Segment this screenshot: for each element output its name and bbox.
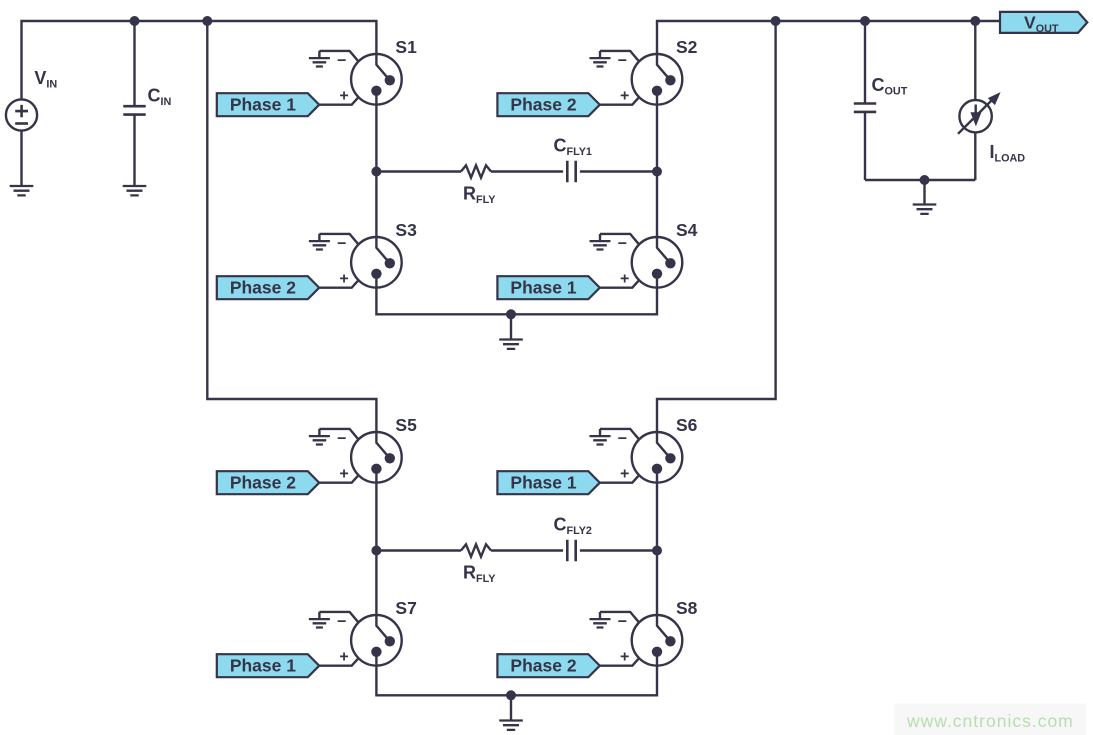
junction-dot	[919, 175, 930, 185]
junction-dot	[506, 309, 516, 320]
junction-dot	[371, 166, 382, 177]
cout-label: COUT	[872, 75, 908, 98]
ground-vin	[8, 184, 35, 197]
ground-output	[911, 203, 938, 216]
vout-label: VOUT	[1024, 12, 1059, 35]
switch-id-label: S5	[395, 415, 417, 435]
switch-id-label: S7	[395, 598, 416, 618]
junction-dot	[770, 16, 781, 26]
junction-dot	[129, 16, 140, 26]
junction-dot	[371, 545, 382, 556]
current-source-iload: ILOAD	[957, 92, 1026, 165]
wires	[20, 19, 1000, 721]
cfly1-label: CFLY1	[554, 136, 592, 159]
capacitor-cfly1: CFLY1	[554, 136, 592, 184]
ground-cin	[121, 184, 148, 197]
wire-vout-rail	[655, 19, 1000, 54]
iload-label: ILOAD	[990, 142, 1026, 165]
phase-tag-label: Phase 1	[230, 656, 296, 676]
wire-left-drop	[206, 21, 378, 432]
capacitor-cout: COUT	[853, 75, 908, 114]
junction-dot	[860, 16, 870, 26]
ground-mid-top	[498, 338, 524, 351]
wire-s7-s8-bottom	[375, 665, 659, 697]
resistor-rfly1: RFLY	[459, 164, 496, 207]
vout-tag: VOUT	[998, 10, 1089, 35]
switch-id-label: S3	[395, 220, 417, 240]
switch-id-label: S2	[676, 37, 698, 57]
vin-label: VIN	[34, 68, 57, 91]
capacitor-cfly2: CFLY2	[554, 515, 592, 563]
switch-id-label: S1	[395, 37, 417, 57]
watermark-text: www.cntronics.com	[906, 711, 1074, 731]
junction-dot	[506, 690, 516, 701]
phase-tag-label: Phase 2	[230, 278, 296, 298]
cfly2-label: CFLY2	[554, 515, 592, 538]
switch-id-label: S6	[676, 415, 698, 435]
junction-dots	[129, 16, 981, 701]
phase-tag-label: Phase 1	[510, 278, 576, 298]
cin-label: CIN	[148, 86, 172, 109]
switch-id-label: S8	[676, 598, 698, 618]
wire-right-drop	[655, 21, 777, 432]
voltage-source-vin: VIN	[4, 68, 57, 132]
wire-s3-s4-bottom	[375, 287, 659, 316]
phase-tag-label: Phase 1	[230, 95, 296, 115]
grounds	[8, 184, 938, 732]
rfly1-label: RFLY	[463, 184, 496, 207]
watermark: www.cntronics.com	[894, 703, 1087, 735]
phase-tag-label: Phase 2	[510, 95, 576, 115]
resistor-rfly2: RFLY	[459, 543, 496, 586]
phase-tag-label: Phase 2	[230, 473, 296, 493]
capacitor-cin: CIN	[123, 86, 172, 116]
wire-vin-rail	[20, 19, 378, 100]
junction-dot	[652, 545, 662, 556]
junction-dot	[970, 16, 981, 26]
junction-dot	[652, 166, 662, 177]
junction-dot	[202, 16, 213, 26]
switch-id-label: S4	[676, 220, 698, 240]
phase-tag-label: Phase 1	[510, 473, 576, 493]
rfly2-label: RFLY	[463, 563, 496, 586]
phase-tag-label: Phase 2	[510, 656, 576, 676]
ground-mid-bottom	[498, 719, 524, 732]
